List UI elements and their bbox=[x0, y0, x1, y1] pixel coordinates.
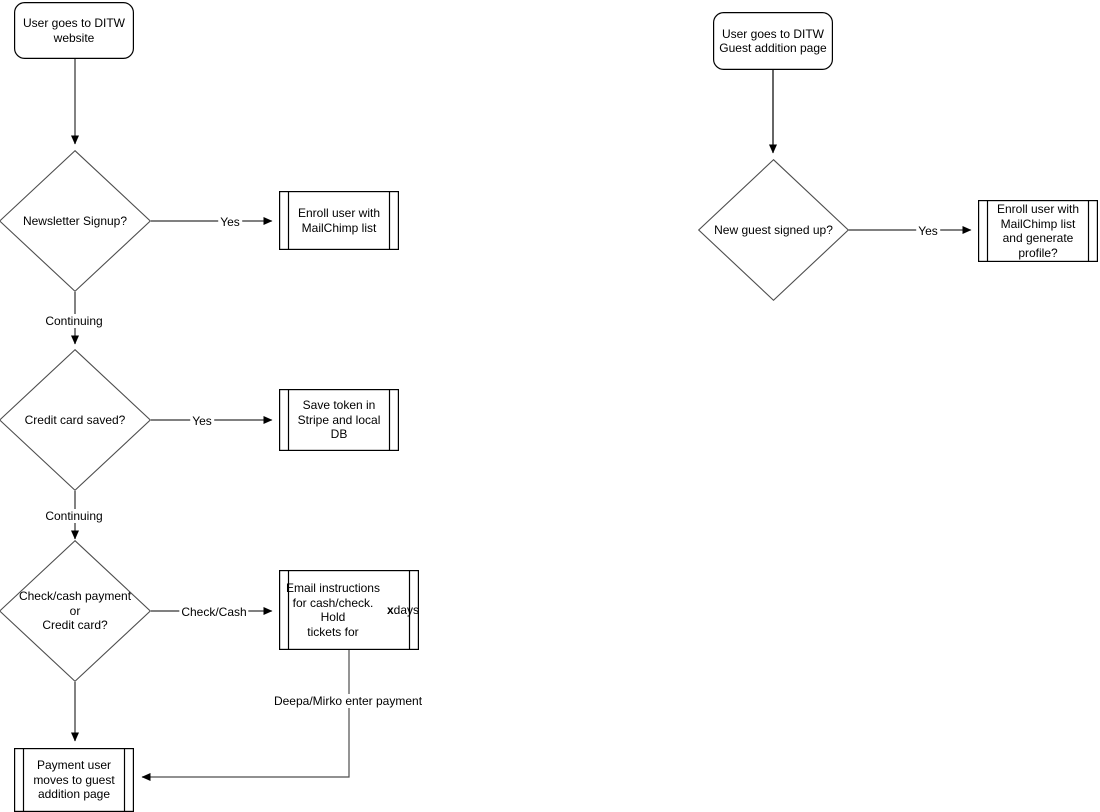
edge-label-creditcard-continuing: Continuing bbox=[43, 509, 105, 523]
node-newsletter-signup[interactable]: Newsletter Signup? bbox=[0, 149, 152, 293]
node-enroll-mailchimp[interactable]: Enroll user with MailChimp list bbox=[279, 191, 400, 250]
node-start-guest-page[interactable]: User goes to DITW Guest addition page bbox=[713, 12, 834, 70]
edge-label-payment-check-cash: Check/Cash bbox=[179, 605, 249, 619]
node-credit-card-saved[interactable]: Credit card saved? bbox=[0, 348, 152, 492]
node-enroll-generate-profile[interactable]: Enroll user with MailChimp list and gene… bbox=[978, 200, 1099, 262]
node-payment-user-moves[interactable]: Payment user moves to guest addition pag… bbox=[14, 748, 135, 812]
node-start-website[interactable]: User goes to DITW website bbox=[14, 2, 135, 59]
node-save-token[interactable]: Save token in Stripe and local DB bbox=[279, 389, 400, 451]
node-new-guest-signed-up[interactable]: New guest signed up? bbox=[697, 158, 850, 302]
edge-label-newsletter-continuing: Continuing bbox=[43, 314, 105, 328]
edge-label-deepa-mirko: Deepa/Mirko enter payment bbox=[271, 694, 425, 708]
node-payment-type[interactable]: Check/cash payment or Credit card? bbox=[0, 539, 152, 683]
edge-label-creditcard-yes: Yes bbox=[190, 414, 214, 428]
node-email-instructions[interactable]: Email instructions for cash/check. Hold … bbox=[279, 570, 420, 651]
edge-label-newguest-yes: Yes bbox=[916, 224, 940, 238]
edge-deepa-mirko bbox=[141, 650, 350, 781]
edge-label-newsletter-yes: Yes bbox=[218, 215, 242, 229]
